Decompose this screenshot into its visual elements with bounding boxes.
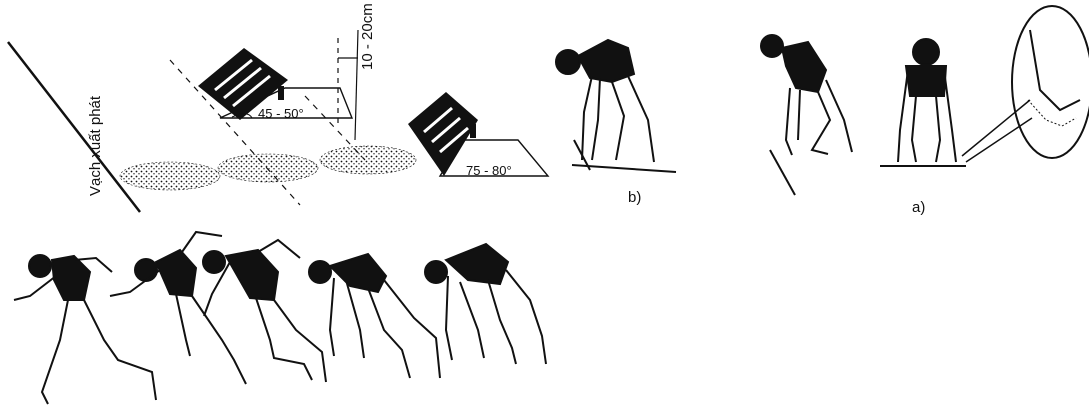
starting-blocks-layout: Vạch xuất phát 10 - 20cm 45 - 50° xyxy=(8,3,548,212)
figure-b-label: b) xyxy=(628,189,641,206)
runner-icon xyxy=(14,255,156,404)
figure-a-label: a) xyxy=(912,199,925,216)
runner-icon xyxy=(880,39,966,166)
start-line-label: Vạch xuất phát xyxy=(87,95,104,196)
magnifier-detail xyxy=(962,6,1089,162)
start-sequence xyxy=(14,232,546,404)
footprint-icon xyxy=(218,154,318,182)
distance-label: 10 - 20cm xyxy=(359,3,376,70)
guide-line xyxy=(355,30,358,140)
runner-icon xyxy=(761,35,852,195)
footprint-icon xyxy=(320,146,416,174)
front-block-angle: 45 - 50° xyxy=(258,106,304,121)
runner-icon xyxy=(309,254,440,378)
rear-block-angle: 75 - 80° xyxy=(466,163,512,178)
start-line xyxy=(8,42,140,212)
runner-icon xyxy=(203,240,326,382)
runner-icon xyxy=(425,244,546,364)
runner-icon xyxy=(110,232,246,384)
runner-icon xyxy=(556,40,676,172)
footprint-icon xyxy=(120,162,220,190)
